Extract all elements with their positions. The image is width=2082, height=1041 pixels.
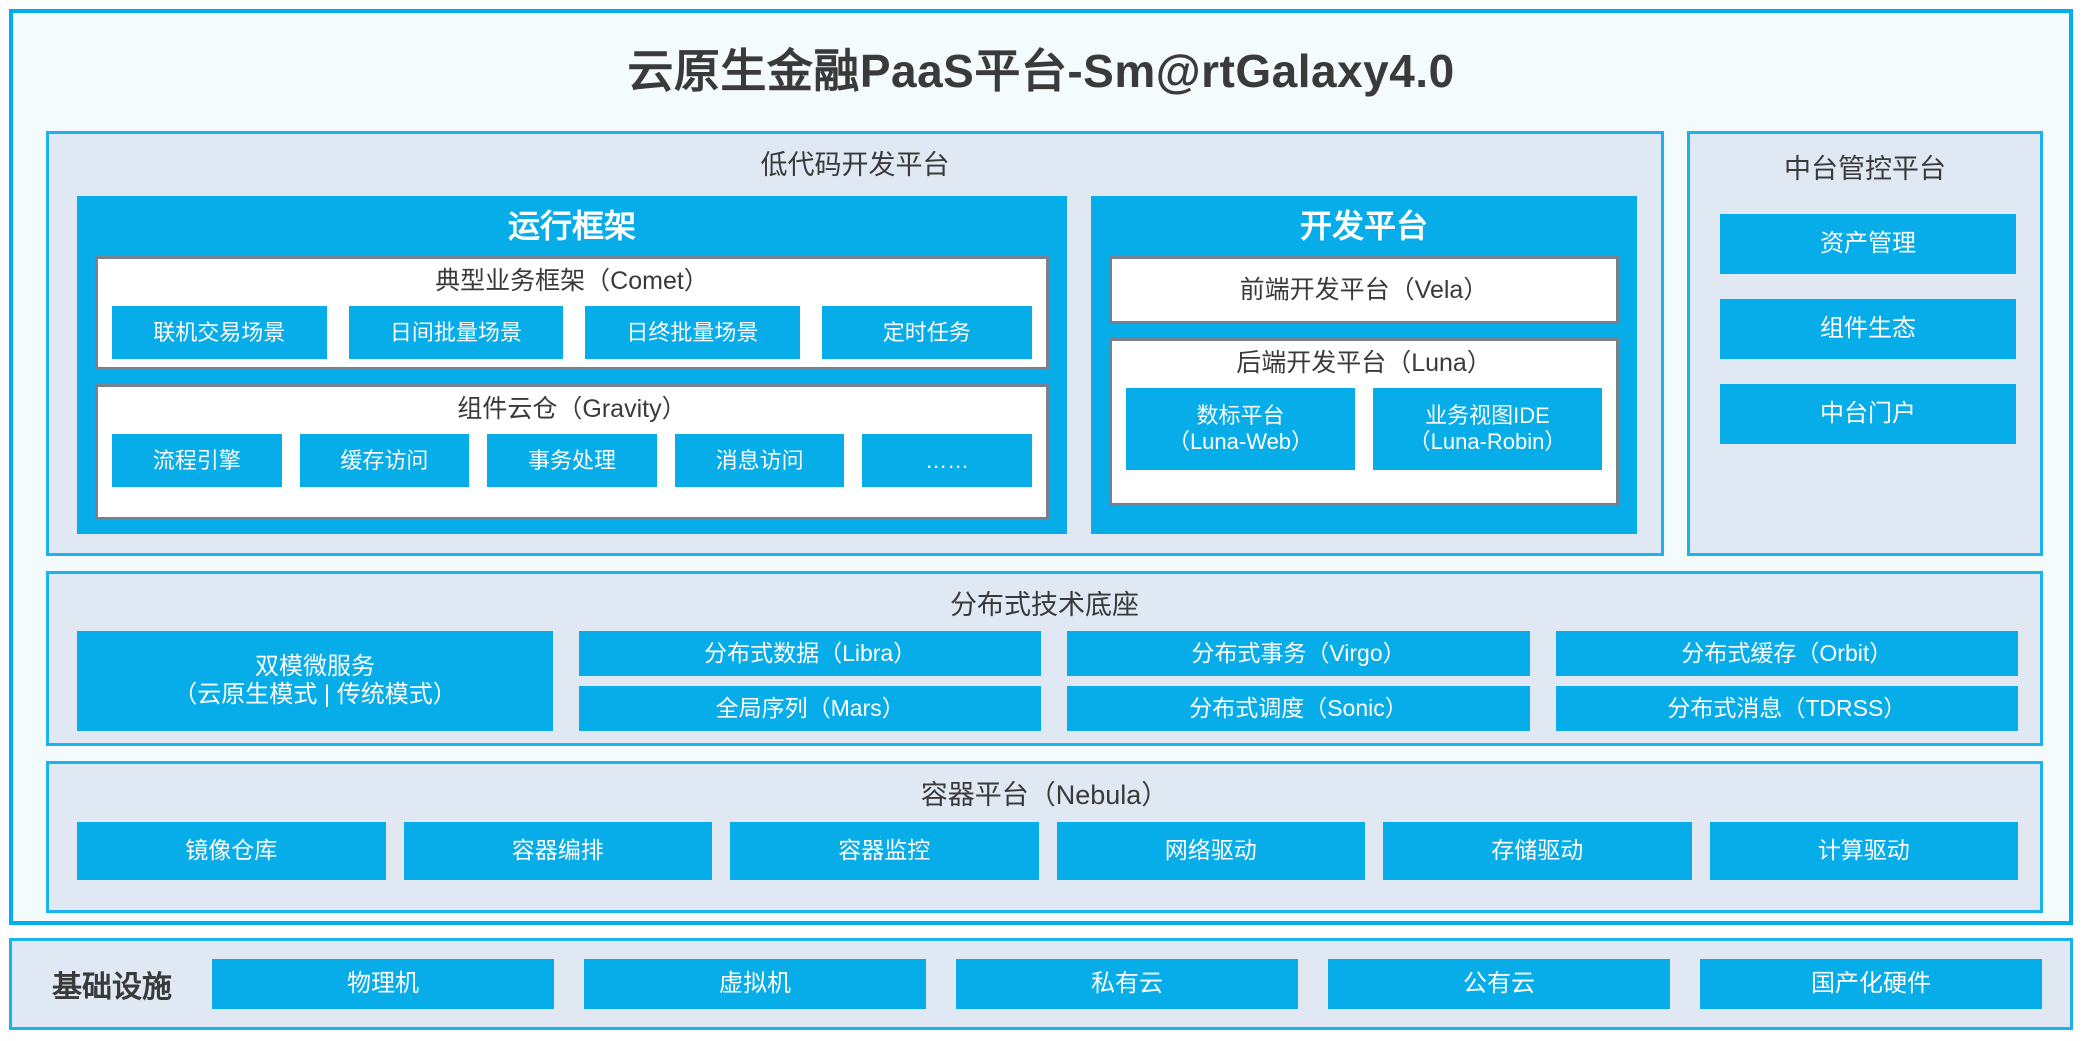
- container-platform-title: 容器平台（Nebula）: [920, 780, 1169, 810]
- comet-item-eod-batch[interactable]: 日终批量场景: [585, 306, 800, 359]
- card-comet[interactable]: 典型业务框架（Comet） 联机交易场景 日间批量场景 日终批量场景 定时任务: [95, 256, 1049, 370]
- tech-item-dual-mode-microservice[interactable]: 双模微服务 （云原生模式 | 传统模式）: [77, 631, 553, 731]
- mid-office-item-asset-management[interactable]: 资产管理: [1720, 214, 2016, 274]
- infra-item-physical-machine[interactable]: 物理机: [212, 959, 554, 1009]
- distributed-tech-base-body: 双模微服务 （云原生模式 | 传统模式） 分布式数据（Libra） 全局序列（M…: [77, 631, 2018, 731]
- gravity-item-message-access[interactable]: 消息访问: [674, 434, 845, 487]
- luna-item-business-view-ide[interactable]: 业务视图IDE （Luna-Robin）: [1373, 388, 1602, 470]
- platform-main-frame: 云原生金融PaaS平台-Sm@rtGalaxy4.0 低代码开发平台 运行框架 …: [9, 9, 2073, 925]
- infra-item-domestic-hardware[interactable]: 国产化硬件: [1700, 959, 2042, 1009]
- gravity-item-cache-access[interactable]: 缓存访问: [299, 434, 470, 487]
- infra-item-public-cloud[interactable]: 公有云: [1328, 959, 1670, 1009]
- tech-item-global-sequence-mars[interactable]: 全局序列（Mars）: [579, 686, 1042, 731]
- section-runtime-framework[interactable]: 运行框架 典型业务框架（Comet） 联机交易场景 日间批量场景 日终批量场景 …: [77, 196, 1067, 534]
- container-platform-item-list: 镜像仓库 容器编排 容器监控 网络驱动 存储驱动 计算驱动: [77, 822, 2018, 880]
- card-frontend-vela[interactable]: 前端开发平台（Vela）: [1109, 256, 1619, 324]
- panel-low-code-platform[interactable]: 低代码开发平台 运行框架 典型业务框架（Comet） 联机交易场景 日间批量场景…: [46, 131, 1664, 556]
- frontend-vela-title: 前端开发平台（Vela）: [1239, 275, 1489, 304]
- tech-column-2: 分布式事务（Virgo） 分布式调度（Sonic）: [1067, 631, 1530, 731]
- section-development-platform[interactable]: 开发平台 前端开发平台（Vela） 后端开发平台（Luna） 数标平台 （Lun…: [1091, 196, 1637, 534]
- mid-office-title: 中台管控平台: [1784, 154, 1946, 184]
- tech-item-distributed-cache-orbit[interactable]: 分布式缓存（Orbit）: [1555, 631, 2018, 676]
- gravity-item-transaction-processing[interactable]: 事务处理: [487, 434, 657, 487]
- mid-office-item-component-ecosystem[interactable]: 组件生态: [1720, 299, 2016, 359]
- runtime-framework-title: 运行框架: [507, 208, 636, 244]
- panel-distributed-tech-base[interactable]: 分布式技术底座 双模微服务 （云原生模式 | 传统模式） 分布式数据（Libra…: [46, 571, 2043, 746]
- luna-item-list: 数标平台 （Luna-Web） 业务视图IDE （Luna-Robin）: [1126, 388, 1602, 470]
- luna-item-data-standard-platform[interactable]: 数标平台 （Luna-Web）: [1126, 388, 1355, 470]
- container-item-network-driver[interactable]: 网络驱动: [1056, 822, 1365, 880]
- gravity-item-process-engine[interactable]: 流程引擎: [112, 434, 282, 487]
- container-item-storage-driver[interactable]: 存储驱动: [1383, 822, 1692, 880]
- panel-mid-office-control[interactable]: 中台管控平台 资产管理 组件生态 中台门户: [1687, 131, 2043, 556]
- gravity-title: 组件云仓（Gravity）: [457, 395, 687, 423]
- comet-item-scheduled-task[interactable]: 定时任务: [821, 306, 1032, 359]
- tech-item-distributed-data-libra[interactable]: 分布式数据（Libra）: [579, 631, 1042, 676]
- tech-item-distributed-transaction-virgo[interactable]: 分布式事务（Virgo）: [1067, 631, 1530, 676]
- tech-column-3: 分布式缓存（Orbit） 分布式消息（TDRSS）: [1555, 631, 2018, 731]
- container-item-image-registry[interactable]: 镜像仓库: [77, 822, 386, 880]
- infrastructure-label: 基础设施: [52, 971, 172, 1004]
- container-item-orchestration[interactable]: 容器编排: [403, 822, 712, 880]
- comet-item-list: 联机交易场景 日间批量场景 日终批量场景 定时任务: [112, 306, 1032, 359]
- container-item-compute-driver[interactable]: 计算驱动: [1709, 822, 2018, 880]
- infra-item-virtual-machine[interactable]: 虚拟机: [584, 959, 926, 1009]
- infra-item-private-cloud[interactable]: 私有云: [956, 959, 1298, 1009]
- low-code-platform-title: 低代码开发平台: [760, 150, 950, 180]
- page-title: 云原生金融PaaS平台-Sm@rtGalaxy4.0: [627, 45, 1455, 97]
- card-backend-luna[interactable]: 后端开发平台（Luna） 数标平台 （Luna-Web） 业务视图IDE （Lu…: [1109, 338, 1619, 506]
- gravity-item-more[interactable]: ……: [862, 434, 1032, 487]
- row-low-code-and-mid-office: 低代码开发平台 运行框架 典型业务框架（Comet） 联机交易场景 日间批量场景…: [46, 131, 2043, 556]
- tech-item-distributed-scheduling-sonic[interactable]: 分布式调度（Sonic）: [1067, 686, 1530, 731]
- tech-item-distributed-message-tdrss[interactable]: 分布式消息（TDRSS）: [1555, 686, 2018, 731]
- low-code-body: 运行框架 典型业务框架（Comet） 联机交易场景 日间批量场景 日终批量场景 …: [77, 196, 1637, 534]
- mid-office-item-list: 资产管理 组件生态 中台门户: [1720, 214, 2016, 444]
- comet-title: 典型业务框架（Comet）: [435, 267, 709, 295]
- comet-item-online-transaction[interactable]: 联机交易场景: [112, 306, 327, 359]
- panel-container-platform[interactable]: 容器平台（Nebula） 镜像仓库 容器编排 容器监控 网络驱动 存储驱动 计算…: [46, 761, 2043, 913]
- panel-infrastructure[interactable]: 基础设施 物理机 虚拟机 私有云 公有云 国产化硬件: [9, 938, 2073, 1030]
- distributed-tech-base-title: 分布式技术底座: [950, 590, 1139, 620]
- backend-luna-title: 后端开发平台（Luna）: [1236, 349, 1492, 377]
- container-item-monitoring[interactable]: 容器监控: [730, 822, 1039, 880]
- comet-item-intraday-batch[interactable]: 日间批量场景: [348, 306, 564, 359]
- mid-office-item-portal[interactable]: 中台门户: [1720, 384, 2016, 444]
- development-platform-title: 开发平台: [1299, 208, 1428, 244]
- card-gravity[interactable]: 组件云仓（Gravity） 流程引擎 缓存访问 事务处理 消息访问 ……: [95, 384, 1049, 520]
- gravity-item-list: 流程引擎 缓存访问 事务处理 消息访问 ……: [112, 434, 1032, 487]
- tech-column-1: 分布式数据（Libra） 全局序列（Mars）: [579, 631, 1042, 731]
- infrastructure-item-list: 物理机 虚拟机 私有云 公有云 国产化硬件: [212, 959, 2070, 1009]
